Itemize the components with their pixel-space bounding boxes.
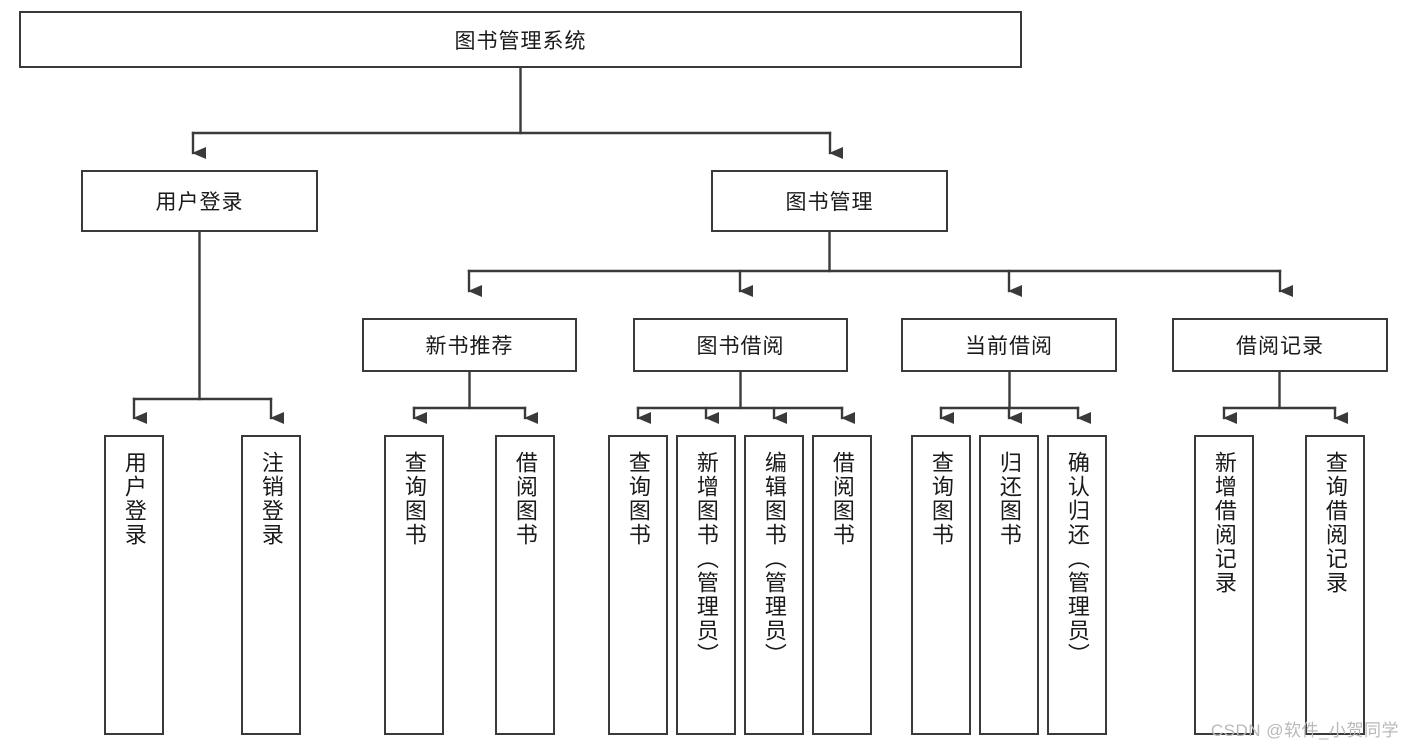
node-current-borrow[interactable]: 当前借阅 bbox=[901, 318, 1117, 372]
node-leaf-query-record[interactable]: 查询借阅记录 bbox=[1305, 435, 1365, 735]
node-user-login[interactable]: 用户登录 bbox=[81, 170, 318, 232]
node-label: 借阅图书 bbox=[829, 451, 855, 547]
node-label: 归还图书 bbox=[996, 451, 1022, 547]
node-label: 借阅记录 bbox=[1236, 335, 1324, 358]
node-book-borrow[interactable]: 图书借阅 bbox=[633, 318, 848, 372]
node-label: 用户登录 bbox=[121, 451, 147, 547]
node-label: 当前借阅 bbox=[965, 335, 1053, 358]
node-label: 查询图书 bbox=[625, 451, 651, 547]
node-label: 查询借阅记录 bbox=[1322, 451, 1348, 595]
node-label: 新书推荐 bbox=[425, 335, 514, 358]
node-label: 新增图书（管理员） bbox=[693, 451, 719, 667]
node-leaf-query-book-3[interactable]: 查询图书 bbox=[911, 435, 971, 735]
node-label: 注销登录 bbox=[258, 451, 284, 547]
node-label: 编辑图书（管理员） bbox=[761, 451, 787, 667]
node-leaf-query-book-2[interactable]: 查询图书 bbox=[608, 435, 668, 735]
node-borrow-record[interactable]: 借阅记录 bbox=[1172, 318, 1388, 372]
node-label: 借阅图书 bbox=[512, 451, 538, 547]
node-label: 图书管理系统 bbox=[454, 29, 587, 53]
node-label: 图书借阅 bbox=[696, 335, 785, 358]
node-leaf-add-record[interactable]: 新增借阅记录 bbox=[1194, 435, 1254, 735]
node-leaf-logout-login[interactable]: 注销登录 bbox=[241, 435, 301, 735]
node-label: 图书管理 bbox=[785, 191, 874, 214]
node-leaf-user-login[interactable]: 用户登录 bbox=[104, 435, 164, 735]
node-root-system[interactable]: 图书管理系统 bbox=[19, 11, 1022, 68]
watermark-text: CSDN @软件_小贺同学 bbox=[1210, 721, 1399, 740]
node-label: 新增借阅记录 bbox=[1211, 451, 1237, 595]
node-leaf-confirm-return[interactable]: 确认归还（管理员） bbox=[1047, 435, 1107, 735]
node-leaf-return-book[interactable]: 归还图书 bbox=[979, 435, 1039, 735]
node-leaf-edit-book[interactable]: 编辑图书（管理员） bbox=[744, 435, 804, 735]
node-label: 确认归还（管理员） bbox=[1064, 451, 1090, 667]
node-leaf-query-book-1[interactable]: 查询图书 bbox=[384, 435, 444, 735]
node-new-book-recommend[interactable]: 新书推荐 bbox=[362, 318, 577, 372]
node-label: 查询图书 bbox=[401, 451, 427, 547]
node-book-manage[interactable]: 图书管理 bbox=[711, 170, 948, 232]
node-leaf-borrow-book-1[interactable]: 借阅图书 bbox=[495, 435, 555, 735]
node-leaf-add-book[interactable]: 新增图书（管理员） bbox=[676, 435, 736, 735]
node-label: 用户登录 bbox=[155, 191, 244, 214]
node-leaf-borrow-book-2[interactable]: 借阅图书 bbox=[812, 435, 872, 735]
node-label: 查询图书 bbox=[928, 451, 954, 547]
